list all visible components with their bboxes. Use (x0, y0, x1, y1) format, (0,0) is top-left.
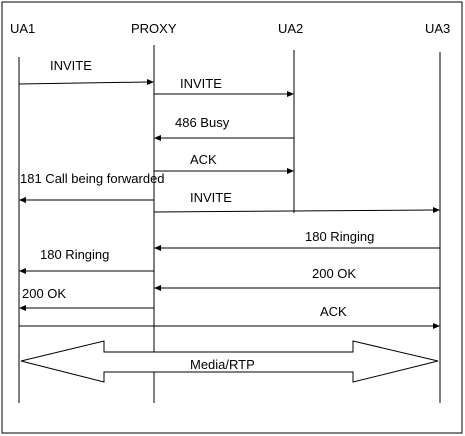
message-label: ACK (320, 304, 347, 319)
arrowhead (154, 135, 161, 141)
message-label: ACK (190, 152, 217, 167)
entity-label-ua2: UA2 (278, 21, 303, 36)
message-label: 200 OK (22, 286, 66, 301)
message-ack-ua1-to-ua3: ACK (19, 304, 440, 329)
message-label: INVITE (190, 190, 232, 205)
message-180-ringing-proxy-to-ua1: 180 Ringing (19, 247, 154, 274)
message-label: 180 Ringing (305, 229, 374, 244)
media-label: Media/RTP (190, 357, 255, 372)
message-180-ringing-ua3-to-proxy: 180 Ringing (154, 229, 440, 251)
message-200-ok-ua3-to-proxy: 200 OK (154, 266, 440, 291)
message-label: 180 Ringing (40, 247, 109, 262)
arrowhead (147, 79, 154, 85)
message-label: INVITE (180, 76, 222, 91)
arrowhead (287, 91, 294, 97)
arrowhead (433, 207, 440, 213)
arrowhead (19, 305, 26, 311)
arrowhead (433, 323, 440, 329)
entity-label-ua3: UA3 (425, 21, 450, 36)
arrowhead (287, 168, 294, 174)
arrowhead (19, 197, 26, 203)
message-invite-proxy-to-ua2: INVITE (154, 76, 294, 97)
message-200-ok-proxy-to-ua1: 200 OK (19, 286, 154, 311)
message-181-proxy-to-ua1: 181 Call being forwarded (19, 171, 165, 203)
message-486-busy-ua2-to-proxy: 486 Busy (154, 115, 294, 141)
message-label: INVITE (50, 58, 92, 73)
entity-label-proxy: PROXY (131, 21, 177, 36)
message-label: 200 OK (312, 266, 356, 281)
arrowhead (154, 285, 161, 291)
message-ack-proxy-to-ua2: ACK (154, 152, 294, 174)
message-label: 486 Busy (175, 115, 230, 130)
double-arrow-shape (20, 340, 439, 383)
media-rtp-double-arrow: Media/RTP (20, 340, 439, 383)
arrowhead (19, 268, 26, 274)
entity-label-ua1: UA1 (10, 21, 35, 36)
message-invite-proxy-to-ua3: INVITE (153, 190, 440, 213)
message-label: 181 Call being forwarded (20, 171, 165, 186)
arrowhead (154, 245, 161, 251)
message-invite-ua1-to-proxy: INVITE (18, 58, 154, 85)
